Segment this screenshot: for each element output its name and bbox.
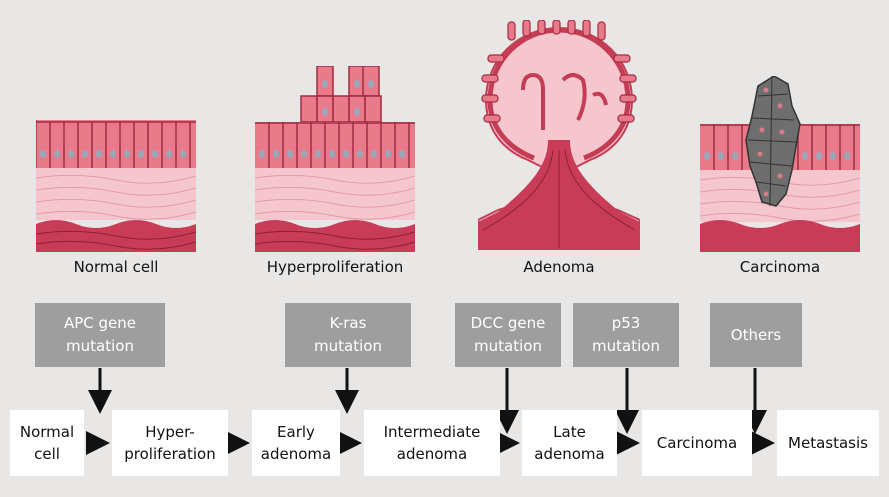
step-carcinoma: Carcinoma [642,410,752,476]
epithelium-layer [36,120,196,168]
adenoma-tissue-illustration [478,20,640,250]
stage-label-adenoma: Adenoma [523,258,595,276]
stage-label-hyperproliferation: Hyperproliferation [266,258,404,276]
carcinoma-tissue-illustration [700,76,860,252]
hyperproliferation-tissue-illustration [255,66,415,252]
stage-label-normal-cell: Normal cell [73,258,159,276]
mutation-box-others: Others [710,303,802,367]
step-hyperproliferation: Hyper-proliferation [112,410,228,476]
stage-label-carcinoma: Carcinoma [739,258,821,276]
step-metastasis: Metastasis [777,410,879,476]
normal-tissue-illustration [36,120,196,252]
